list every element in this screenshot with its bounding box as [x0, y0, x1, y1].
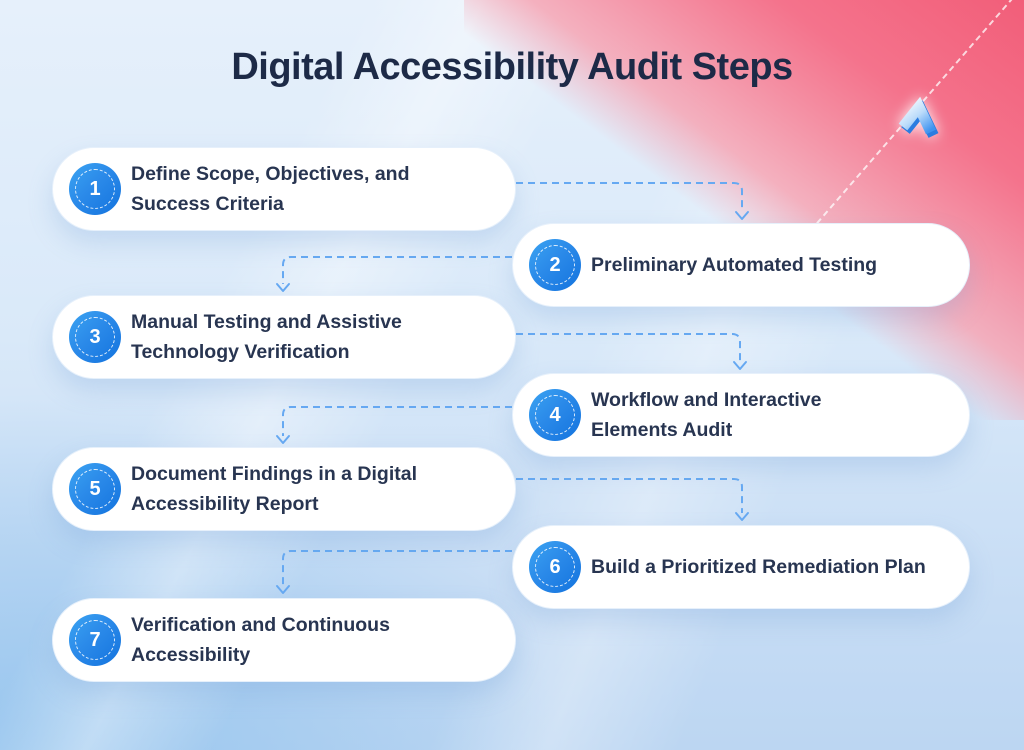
- step-number: 1: [89, 177, 101, 200]
- badge-dashed-ring: [75, 620, 115, 660]
- connector-1-2: [516, 182, 743, 212]
- connector-2-3: [282, 256, 512, 284]
- step-3-number-badge: 3: [69, 311, 121, 363]
- step-1-number-badge: 1: [69, 163, 121, 215]
- arrowhead-4: [276, 435, 290, 444]
- badge-dashed-ring: [75, 317, 115, 357]
- step-number: 4: [549, 403, 561, 426]
- badge-dashed-ring: [75, 469, 115, 509]
- step-number: 5: [89, 477, 101, 500]
- step-5-number-badge: 5: [69, 463, 121, 515]
- step-number: 7: [89, 628, 101, 651]
- step-card-2: 2 Preliminary Automated Testing: [512, 223, 970, 307]
- step-2-number-badge: 2: [529, 239, 581, 291]
- badge-dashed-ring: [75, 169, 115, 209]
- connector-3-4: [516, 333, 741, 362]
- step-number: 2: [549, 253, 561, 276]
- step-7-number-badge: 7: [69, 614, 121, 666]
- arrowhead-6: [276, 585, 290, 594]
- step-4-number-badge: 4: [529, 389, 581, 441]
- connector-5-6: [516, 478, 743, 513]
- arrowhead-5: [735, 512, 749, 521]
- badge-dashed-ring: [535, 245, 575, 285]
- connector-4-5: [282, 406, 512, 436]
- arrowhead-1: [735, 211, 749, 220]
- step-number: 3: [89, 325, 101, 348]
- step-2-title: Preliminary Automated Testing: [591, 254, 878, 276]
- page-title: Digital Accessibility Audit Steps: [231, 46, 793, 88]
- arrowhead-2: [276, 283, 290, 292]
- step-6-number-badge: 6: [529, 541, 581, 593]
- badge-dashed-ring: [535, 395, 575, 435]
- step-6-title: Build a Prioritized Remediation Plan: [591, 556, 926, 578]
- arrowhead-3: [733, 361, 747, 370]
- badge-dashed-ring: [535, 547, 575, 587]
- step-card-6: 6 Build a Prioritized Remediation Plan: [512, 525, 970, 609]
- connector-6-7: [282, 550, 512, 586]
- step-number: 6: [549, 555, 561, 578]
- arrow-up-right-icon: [898, 96, 939, 138]
